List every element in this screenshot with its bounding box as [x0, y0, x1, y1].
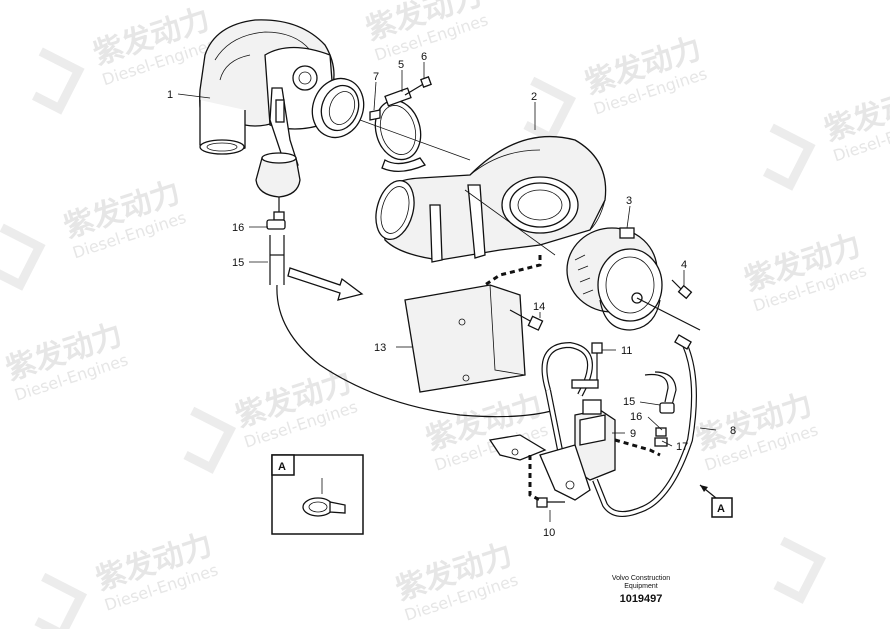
callout-10: 10	[543, 527, 555, 539]
bolt-11	[571, 342, 603, 389]
callout-5: 5	[398, 59, 404, 71]
detail-ref-a: A	[699, 484, 733, 518]
callout-7: 7	[373, 71, 379, 83]
detail-box-label: A	[278, 461, 286, 473]
callout-16-left: 16	[232, 222, 244, 234]
heat-shield	[404, 284, 526, 393]
callout-9: 9	[630, 428, 636, 440]
callout-14: 14	[533, 301, 545, 313]
callout-15-left: 15	[232, 257, 244, 269]
callout-17: 17	[676, 441, 688, 453]
callout-4: 4	[681, 259, 687, 271]
footer: Volvo Construction Equipment 1019497	[612, 575, 670, 605]
leader-lines	[177, 62, 717, 522]
callout-13: 13	[374, 342, 386, 354]
callout-2: 2	[531, 91, 537, 103]
callout-16-right: 16	[630, 411, 642, 423]
pipe-8	[541, 334, 697, 517]
callout-8: 8	[730, 425, 736, 437]
bolt-10	[528, 455, 565, 508]
callout-6: 6	[421, 51, 427, 63]
dashed-ref-line	[484, 255, 542, 287]
hose-right	[614, 371, 677, 457]
company-line2: Equipment	[624, 583, 658, 590]
detail-box-a: A	[271, 454, 364, 535]
callout-15-right: 15	[623, 396, 635, 408]
callout-11: 11	[621, 345, 632, 357]
company-line1: Volvo Construction	[612, 575, 670, 582]
intake-elbow	[375, 135, 607, 263]
direction-arrow	[287, 267, 364, 301]
callout-3: 3	[626, 195, 632, 207]
hose-left	[266, 219, 556, 418]
callout-1: 1	[167, 89, 173, 101]
leader	[464, 189, 556, 256]
detail-ref-label: A	[717, 503, 725, 515]
bolt-14	[509, 309, 544, 331]
figure-number: 1019497	[620, 593, 663, 605]
leader	[359, 119, 471, 161]
alternator	[566, 227, 701, 331]
bolt-4	[671, 279, 693, 300]
turbocharger	[199, 19, 365, 221]
valve-9	[488, 399, 616, 501]
v-clamp	[369, 76, 432, 172]
